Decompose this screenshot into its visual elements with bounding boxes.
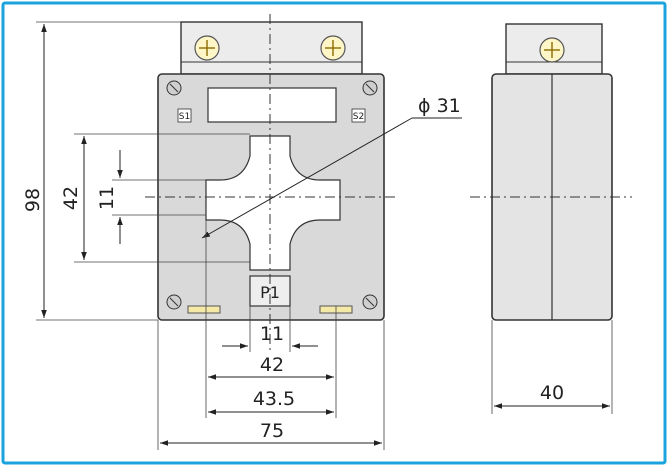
bolt-top-right-icon <box>362 80 378 96</box>
diameter-label: ϕ 31 <box>418 95 461 117</box>
dim-label-42-vertical: 42 <box>60 186 82 210</box>
s1-mark-box <box>177 108 192 123</box>
s2-mark-box <box>351 108 366 123</box>
s2-label: S2 <box>353 112 364 122</box>
border-frame <box>1 1 667 465</box>
dim-label-98: 98 <box>22 188 44 212</box>
dim-label-11-horizontal: 11 <box>260 323 284 345</box>
vertical-dimensions: 98 42 11 <box>22 21 250 321</box>
terminal-screw-right-icon <box>320 35 346 61</box>
dim-label-43-5: 43.5 <box>253 388 295 410</box>
dim-label-75: 75 <box>260 420 284 442</box>
side-view: 40 <box>470 23 632 414</box>
terminal-screw-left-icon <box>194 35 220 61</box>
bolt-top-left-icon <box>166 80 182 96</box>
dim-label-42-horizontal: 42 <box>260 354 284 376</box>
bolt-bottom-left-icon <box>166 294 182 310</box>
side-terminal-screw-icon <box>539 37 565 63</box>
s1-label: S1 <box>179 112 190 122</box>
mounting-slot-left <box>187 305 221 314</box>
front-view: S1 S2 P1 ϕ 31 <box>145 14 462 352</box>
horizontal-dimensions: 11 42 43.5 75 <box>157 220 385 450</box>
dim-label-11-vertical: 11 <box>96 186 118 210</box>
nameplate-window <box>207 87 337 123</box>
dim-label-40: 40 <box>540 382 564 404</box>
diameter-leader <box>201 117 413 239</box>
bolt-bottom-right-icon <box>362 294 378 310</box>
p1-label: P1 <box>260 283 280 302</box>
